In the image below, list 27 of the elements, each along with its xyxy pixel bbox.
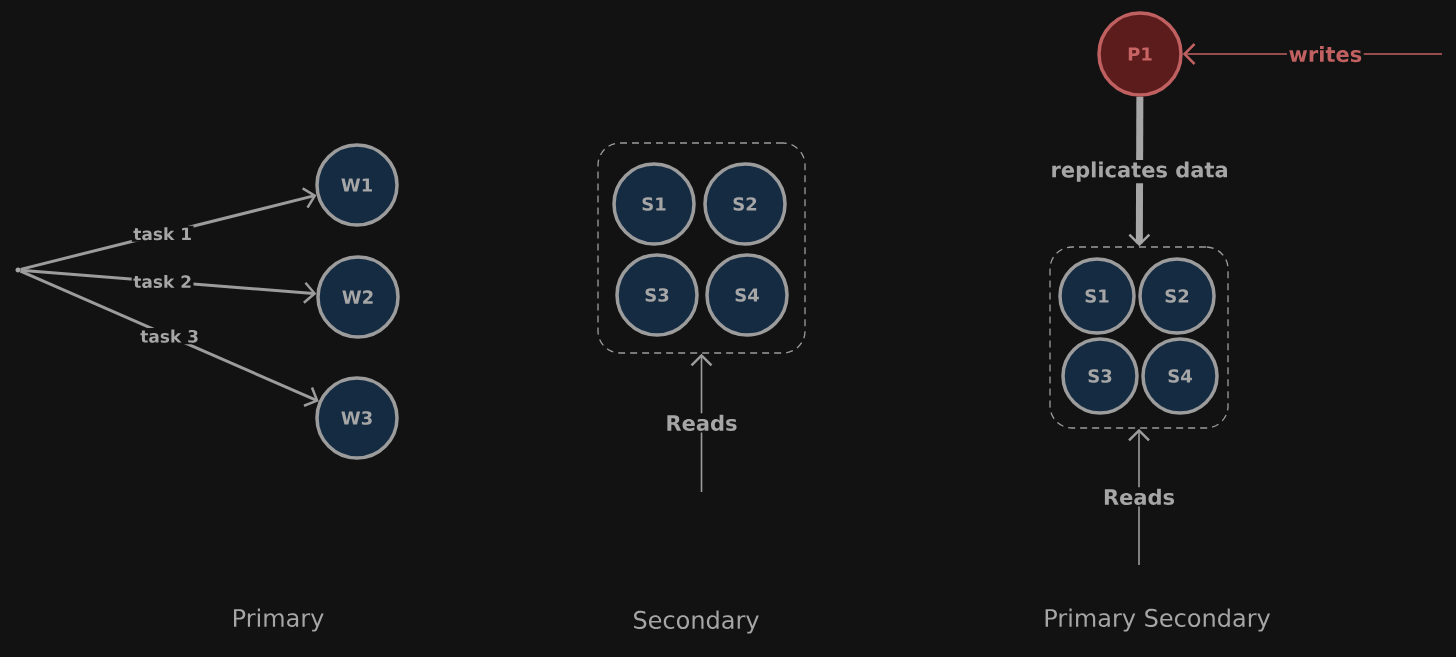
circle-node: P1 xyxy=(1097,11,1183,97)
circle-node: S1 xyxy=(1058,257,1136,335)
edge-label: replicates data xyxy=(1049,159,1231,184)
circle-node: W2 xyxy=(316,255,400,339)
circle-node: S4 xyxy=(705,253,789,337)
dashed-group-box xyxy=(597,142,806,354)
dashed-group-box xyxy=(1049,246,1229,429)
section-title: Primary xyxy=(234,608,324,632)
section-title: Primary Secondary xyxy=(1045,608,1271,632)
circle-node: S4 xyxy=(1141,337,1219,415)
circle-node: S2 xyxy=(703,162,787,246)
edge-label: Reads xyxy=(1101,487,1177,507)
circle-node: S3 xyxy=(1061,337,1139,415)
edge-label: writes xyxy=(1287,44,1364,64)
edge-label: task 3 xyxy=(138,328,201,345)
circle-node: S3 xyxy=(615,253,699,337)
arrow xyxy=(690,353,713,493)
section-title: Secondary xyxy=(634,610,759,634)
edge-label: Reads xyxy=(663,413,740,433)
circle-node: W3 xyxy=(315,376,399,460)
arrow xyxy=(1128,96,1151,247)
arrow xyxy=(1128,428,1150,566)
edge-label: task 2 xyxy=(131,273,194,290)
circle-node: S2 xyxy=(1138,257,1216,335)
arrow xyxy=(19,269,319,407)
circle-node: S1 xyxy=(612,162,696,246)
circle-node: W1 xyxy=(315,143,399,227)
